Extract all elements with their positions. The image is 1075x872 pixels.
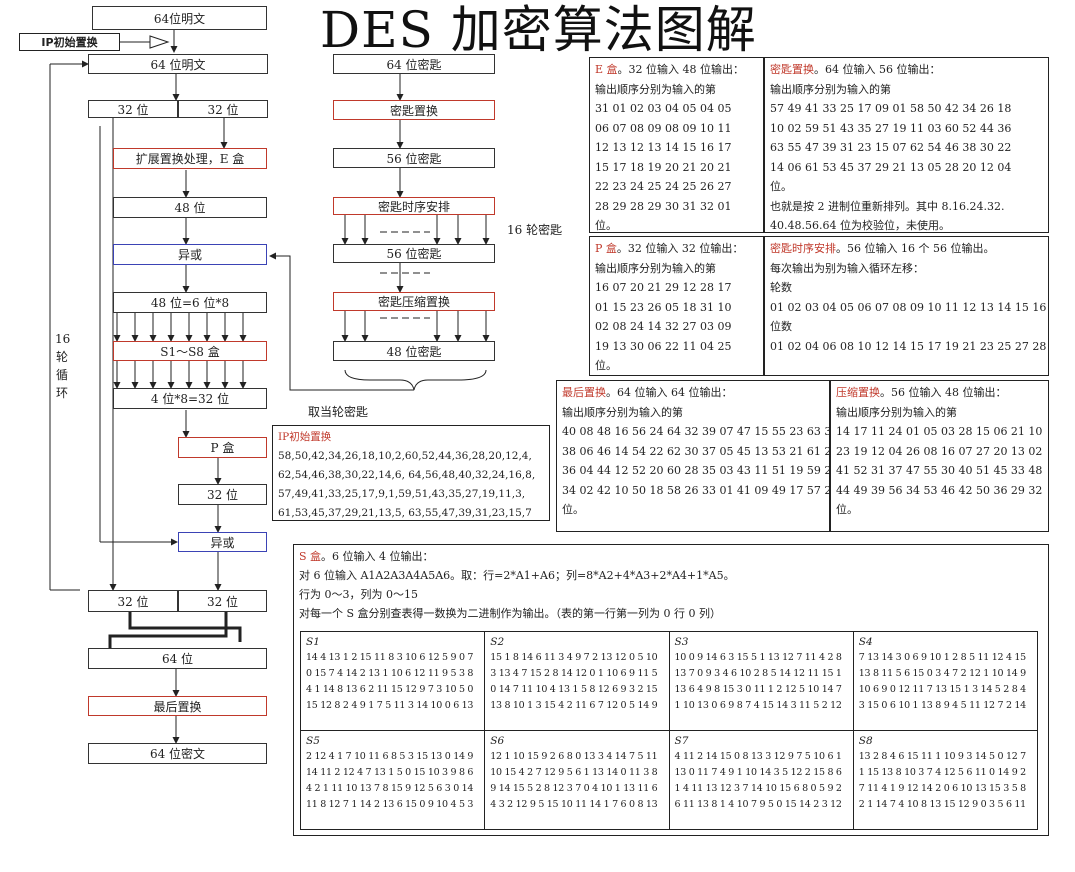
s-box-name: S6 bbox=[490, 735, 505, 747]
key-48-box: 48 位密匙 bbox=[333, 341, 495, 361]
s-box-row: 1 10 13 0 6 9 8 7 4 15 14 3 11 5 2 12 bbox=[674, 700, 842, 711]
ip-initial-permutation-label: IP初始置换 bbox=[19, 33, 120, 51]
s-box-row: 14 4 13 1 2 15 11 8 3 10 6 12 5 9 0 7 bbox=[306, 652, 474, 663]
s-box-table-2: S2 15 1 8 14 6 11 3 4 9 7 2 13 12 0 5 10 3… bbox=[485, 632, 670, 731]
s-box-row: 15 1 8 14 6 11 3 4 9 7 2 13 12 0 5 10 bbox=[490, 652, 658, 663]
s-box-name: S8 bbox=[858, 735, 873, 747]
bits-48-box: 48 位 bbox=[113, 197, 267, 218]
left-half-box: 32 位 bbox=[88, 100, 178, 118]
final-permutation-box: 最后置换 bbox=[88, 696, 267, 716]
p-box-panel: P 盒。32 位输入 32 位输出： 输出顺序分别为输入的第 16 07 20 … bbox=[589, 236, 764, 376]
s-box-name: S2 bbox=[490, 636, 505, 648]
key-permutation-box: 密匙置换 bbox=[333, 100, 495, 120]
s-box-name: S3 bbox=[674, 636, 689, 648]
s-box-row: 3 13 4 7 15 2 8 14 12 0 1 10 6 9 11 5 bbox=[490, 668, 658, 679]
s-box-row: 9 14 15 5 2 8 12 3 7 0 4 10 1 13 11 6 bbox=[490, 783, 658, 794]
swap-right-half-box: 32 位 bbox=[178, 590, 267, 612]
s-box-row: 10 6 9 0 12 11 7 13 15 1 3 14 5 2 8 4 bbox=[858, 684, 1026, 695]
key-schedule-box: 密匙时序安排 bbox=[333, 197, 495, 215]
loop-label: 16 轮 循 环 bbox=[55, 332, 71, 400]
s-box-row: 2 12 4 1 7 10 11 6 8 5 3 15 13 0 14 9 bbox=[306, 751, 474, 762]
s-box-name: S7 bbox=[674, 735, 689, 747]
s-box-table-6: S6 12 1 10 15 9 2 6 8 0 13 3 4 14 7 5 11 1… bbox=[485, 731, 670, 830]
s-box-row: 14 11 2 12 4 7 13 1 5 0 15 10 3 9 8 6 bbox=[306, 767, 474, 778]
s-box-table-3: S3 10 0 9 14 6 3 15 5 1 13 12 7 11 4 2 8 1… bbox=[669, 632, 854, 731]
four-bit-merge-box: 4 位*8=32 位 bbox=[113, 388, 267, 409]
key-compression-box: 密匙压缩置换 bbox=[333, 292, 495, 311]
compression-permutation-panel: 压缩置换。56 位输入 48 位输出： 输出顺序分别为输入的第 14 17 11… bbox=[830, 380, 1049, 532]
s-box-row: 13 8 10 1 3 15 4 2 11 6 7 12 0 5 14 9 bbox=[490, 700, 658, 711]
s-box-row: 4 1 14 8 13 6 2 11 15 12 9 7 3 10 5 0 bbox=[306, 684, 474, 695]
s-box-row: 4 2 1 11 10 13 7 8 15 9 12 5 6 3 0 14 bbox=[306, 783, 474, 794]
plaintext-box: 64 位明文 bbox=[88, 54, 268, 74]
swap-left-half-box: 32 位 bbox=[88, 590, 178, 612]
s-box-row: 13 7 0 9 3 4 6 10 2 8 5 14 12 11 15 1 bbox=[674, 668, 842, 679]
final-permutation-panel: 最后置换。64 位输入 64 位输出： 输出顺序分别为输入的第 40 08 48… bbox=[556, 380, 830, 532]
e-box-expansion: 扩展置换处理，E 盒 bbox=[113, 148, 267, 169]
s-box-row: 12 1 10 15 9 2 6 8 0 13 3 4 14 7 5 11 bbox=[490, 751, 658, 762]
page-title: DES 加密算法图解 bbox=[320, 1, 757, 59]
s-box-tables: S1 14 4 13 1 2 15 11 8 3 10 6 12 5 9 0 7 0… bbox=[300, 631, 1038, 830]
s-box-row: 11 8 12 7 1 14 2 13 6 15 0 9 10 4 5 3 bbox=[306, 799, 474, 810]
s-box-table-1: S1 14 4 13 1 2 15 11 8 3 10 6 12 5 9 0 7 0… bbox=[301, 632, 486, 731]
key-56-round-box: 56 位密匙 bbox=[333, 244, 495, 263]
s-box-table-5: S5 2 12 4 1 7 10 11 6 8 5 3 15 13 0 14 9 1… bbox=[301, 731, 486, 830]
xor-box-1: 异或 bbox=[113, 244, 267, 265]
e-box-panel: E 盒。32 位输入 48 位输出： 输出顺序分别为输入的第 31 01 02 … bbox=[589, 57, 764, 233]
s-box-row: 0 14 7 11 10 4 13 1 5 8 12 6 9 3 2 15 bbox=[490, 684, 658, 695]
key-schedule-panel: 密匙时序安排。56 位输入 16 个 56 位输出。 每次输出为别为输入循环左移… bbox=[764, 236, 1049, 376]
s-box-row: 7 11 4 1 9 12 14 2 0 6 10 13 15 3 5 8 bbox=[858, 783, 1026, 794]
s-box-table-4: S4 7 13 14 3 0 6 9 10 1 2 8 5 11 12 4 15 1… bbox=[853, 632, 1038, 731]
s-box-row: 13 2 8 4 6 15 11 1 10 9 3 14 5 0 12 7 bbox=[858, 751, 1026, 762]
s-box-row: 13 6 4 9 8 15 3 0 11 1 2 12 5 10 14 7 bbox=[674, 684, 842, 695]
s-box-name: S1 bbox=[306, 636, 320, 648]
s-box-panel: S 盒。6 位输入 4 位输出： 对 6 位输入 A1A2A3A4A5A6。取：… bbox=[293, 544, 1049, 836]
s-box-row: 6 11 13 8 1 4 10 7 9 5 0 15 14 2 3 12 bbox=[674, 799, 842, 810]
s-box-row: 1 15 13 8 10 3 7 4 12 5 6 11 0 14 9 2 bbox=[858, 767, 1026, 778]
plaintext-top-box: 64位明文 bbox=[92, 6, 267, 30]
ciphertext-box: 64 位密文 bbox=[88, 743, 267, 764]
s-box-row: 7 13 14 3 0 6 9 10 1 2 8 5 11 12 4 15 bbox=[858, 652, 1026, 663]
s-box-name: S4 bbox=[858, 636, 873, 648]
s-box-row: 4 11 2 14 15 0 8 13 3 12 9 7 5 10 6 1 bbox=[674, 751, 842, 762]
six-bit-split-box: 48 位=6 位*8 bbox=[113, 292, 267, 313]
p-box-box: P 盒 bbox=[178, 437, 267, 458]
key-64-box: 64 位密匙 bbox=[333, 54, 495, 74]
ip-table-panel: IP初始置换 58,50,42,34,26,18,10,2,60,52,44,3… bbox=[272, 425, 550, 521]
s-box-row: 3 15 0 6 10 1 13 8 9 4 5 11 12 7 2 14 bbox=[858, 700, 1026, 711]
s-box-row: 1 4 11 13 12 3 7 14 10 15 6 8 0 5 9 2 bbox=[674, 783, 842, 794]
s-box-table-7: S7 4 11 2 14 15 0 8 13 3 12 9 7 5 10 6 1 1… bbox=[669, 731, 854, 830]
take-round-key-label: 取当轮密匙 bbox=[308, 405, 369, 419]
s-box-row: 15 12 8 2 4 9 1 7 5 11 3 14 10 0 6 13 bbox=[306, 700, 474, 711]
right-half-box: 32 位 bbox=[178, 100, 268, 118]
s-box-name: S5 bbox=[306, 735, 320, 747]
s-box-box: S1～S8 盒 bbox=[113, 341, 267, 361]
bits-32-box: 32 位 bbox=[178, 484, 267, 505]
s-box-row: 2 1 14 7 4 10 8 13 15 12 9 0 3 5 6 11 bbox=[858, 799, 1026, 810]
xor-box-2: 异或 bbox=[178, 532, 267, 552]
key-permutation-panel: 密匙置换。64 位输入 56 位输出： 输出顺序分别为输入的第 57 49 41… bbox=[764, 57, 1049, 233]
s-box-row: 13 0 11 7 4 9 1 10 14 3 5 12 2 15 8 6 bbox=[674, 767, 842, 778]
s-box-row: 13 8 11 5 6 15 0 3 4 7 2 12 1 10 14 9 bbox=[858, 668, 1026, 679]
s-box-row: 0 15 7 4 14 2 13 1 10 6 12 11 9 5 3 8 bbox=[306, 668, 474, 679]
s-box-row: 4 3 2 12 9 5 15 10 11 14 1 7 6 0 8 13 bbox=[490, 799, 658, 810]
s-box-row: 10 15 4 2 7 12 9 5 6 1 13 14 0 11 3 8 bbox=[490, 767, 658, 778]
s-box-table-8: S8 13 2 8 4 6 15 11 1 10 9 3 14 5 0 12 7 1… bbox=[853, 731, 1038, 830]
key-56-box: 56 位密匙 bbox=[333, 148, 495, 168]
sixteen-round-keys-label: 16 轮密匙 bbox=[507, 223, 563, 237]
s-box-row: 10 0 9 14 6 3 15 5 1 13 12 7 11 4 2 8 bbox=[674, 652, 842, 663]
bits-64-box: 64 位 bbox=[88, 648, 267, 669]
